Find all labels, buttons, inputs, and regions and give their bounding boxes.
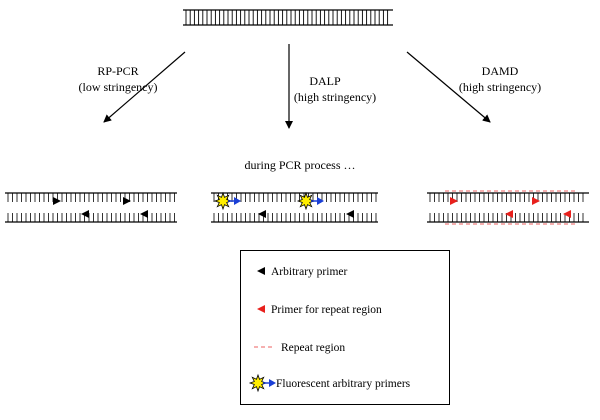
dalp-method-label: DALP [309, 74, 341, 88]
dalp-arbitrary-primer-icon [258, 210, 266, 218]
dalp-fluorescent-primer-star-icon [213, 191, 233, 211]
legend-arbitrary-primer-icon [257, 267, 265, 275]
damd-condition-label: (high stringency) [458, 80, 542, 94]
rp-arbitrary-primer-icon [140, 210, 148, 218]
legend-arbitrary-primer-label: Arbitrary primer [271, 266, 348, 278]
legend-symbols [248, 267, 276, 393]
legend-repeat-primer-icon [257, 305, 265, 313]
rp-pcr-method-label: RP-PCR [97, 64, 139, 78]
arrow-to-rp-pcr [103, 51, 186, 123]
rp-arbitrary-primer-icon [123, 197, 131, 205]
panel-dalp [211, 191, 378, 223]
legend-repeat-primer-label: Primer for repeat region [271, 304, 382, 316]
damd-repeat-primer-icon [563, 210, 571, 218]
rp-arbitrary-primer-icon [81, 210, 89, 218]
legend-box: Arbitrary primer Primer for repeat regio… [240, 250, 450, 405]
legend-repeat-region-label: Repeat region [281, 342, 346, 354]
rp-pcr-condition-label: (low stringency) [78, 80, 158, 94]
damd-repeat-primer-icon [532, 197, 540, 205]
template-dna [183, 9, 393, 26]
legend-fluorescent-primer-arrow-icon [269, 379, 276, 387]
damd-repeat-primer-icon [505, 210, 513, 218]
process-label: during PCR process … [244, 158, 356, 172]
arrow-to-damd [406, 51, 491, 123]
damd-method-label: DAMD [481, 64, 519, 78]
dalp-fluorescent-primer-arrow-icon [234, 197, 241, 205]
panel-damd [427, 190, 589, 225]
rp-arbitrary-primer-icon [53, 197, 61, 205]
panel-rp-pcr [5, 192, 177, 223]
dalp-condition-label: (high stringency) [293, 90, 377, 104]
dalp-fluorescent-primer-star-icon [296, 191, 316, 211]
damd-repeat-primer-icon [450, 197, 458, 205]
legend-fluorescent-primer-star-icon [248, 373, 268, 393]
dalp-fluorescent-primer-arrow-icon [317, 197, 324, 205]
legend-fluorescent-label: Fluorescent arbitrary primers [276, 378, 411, 390]
dalp-arbitrary-primer-icon [346, 210, 354, 218]
